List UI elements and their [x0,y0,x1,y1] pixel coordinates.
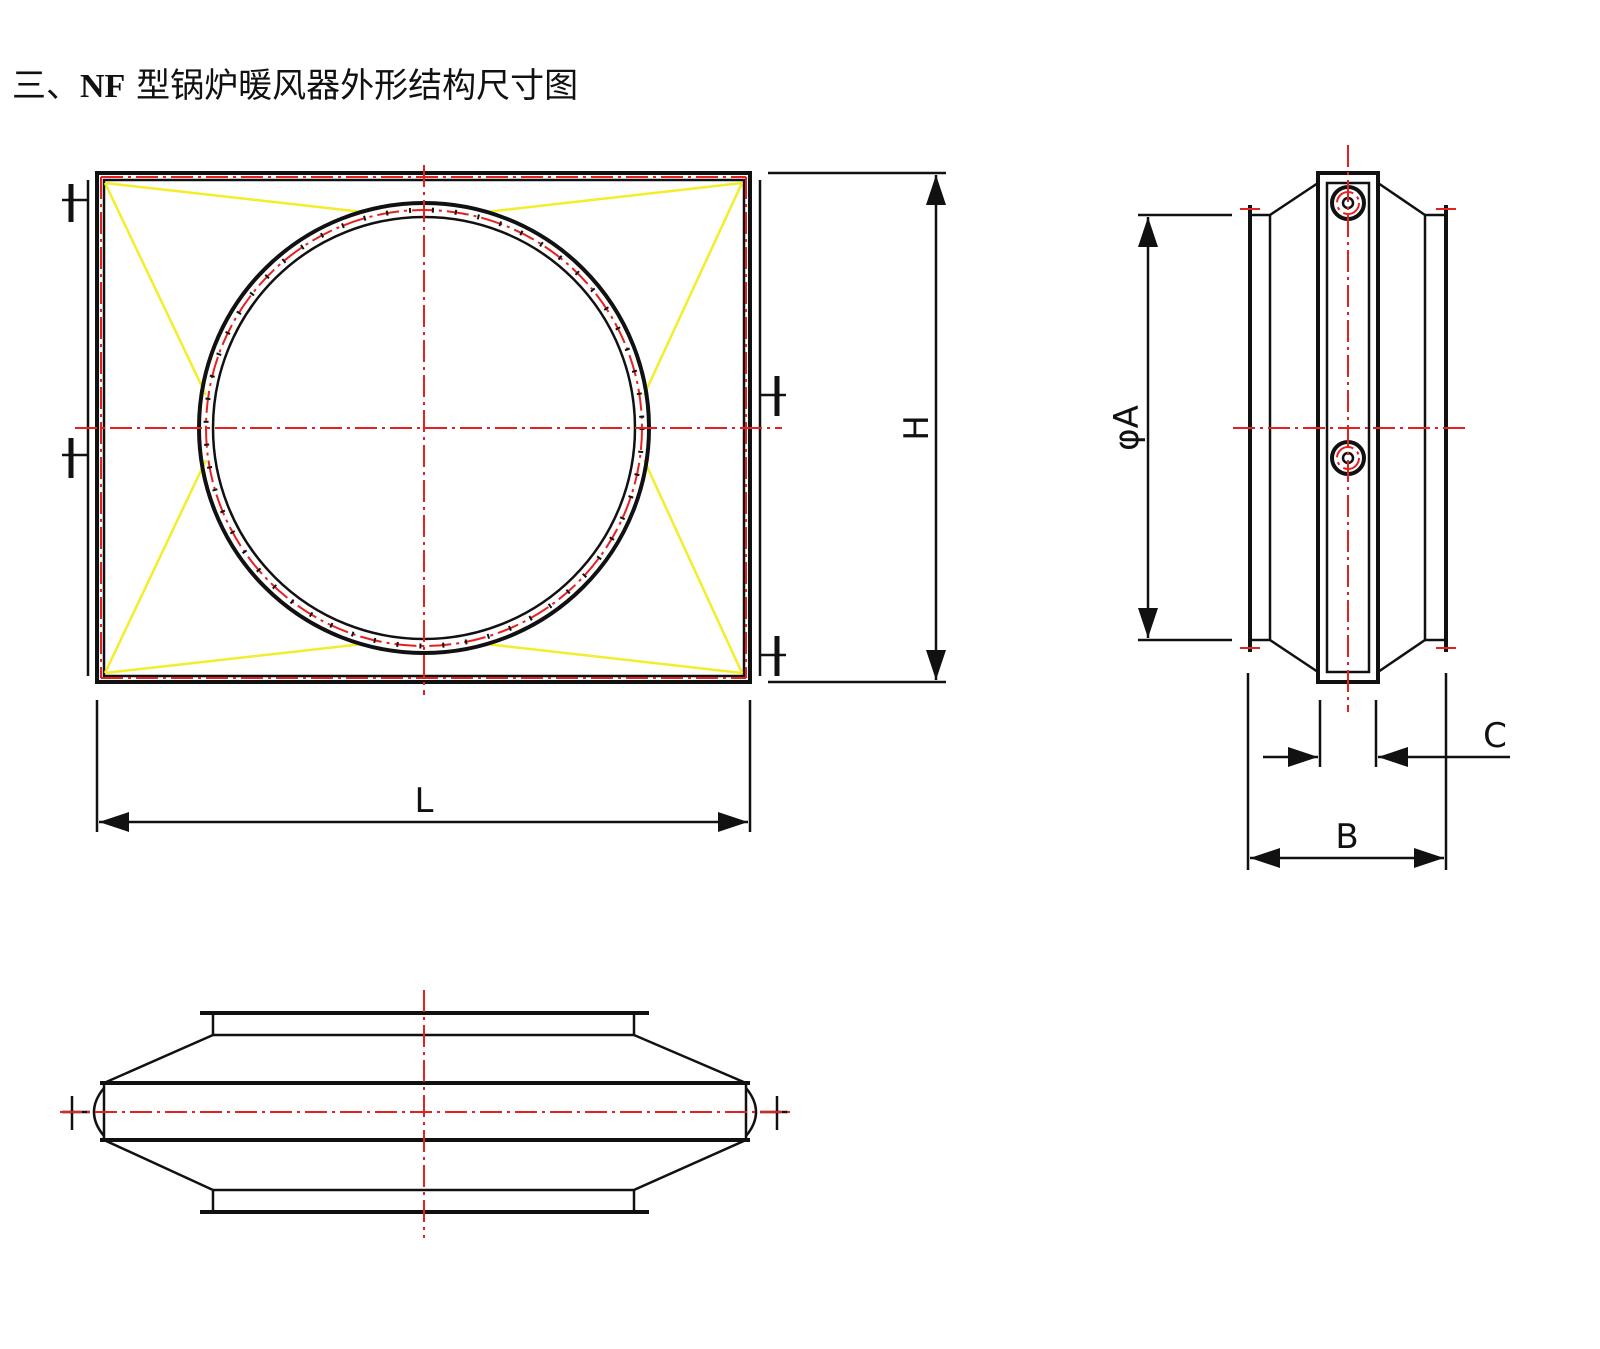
pipe-nozzles [62,184,786,676]
drawing-title: 三、NF 型锅炉暖风器外形结构尺寸图 [12,58,578,107]
side-view: φA C B [1107,145,1510,870]
dimension-c-label: C [1483,716,1507,756]
dimension-a-label: φA [1107,405,1147,451]
support-lines [103,181,744,675]
title-prefix: 三、 [12,66,80,106]
dimension-b-label: B [1335,817,1358,857]
front-view: H L [62,165,946,832]
dimension-l-label: L [415,781,434,821]
dimension-h-label: H [897,415,937,441]
title-text: 型锅炉暖风器外形结构尺寸图 [125,66,579,106]
title-model: NF [80,68,126,105]
top-view [60,990,792,1238]
